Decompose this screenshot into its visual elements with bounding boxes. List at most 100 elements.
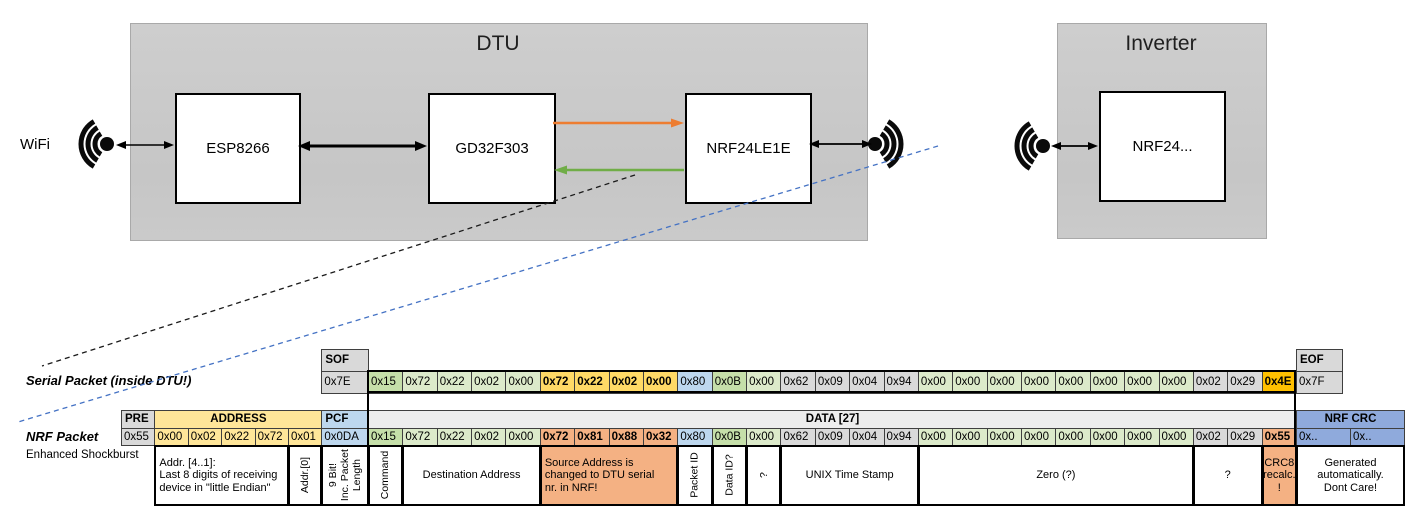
nrf-byte-cell: 0x80 [677,428,713,446]
wifi-icon-inverter [1014,121,1050,171]
chip-gd32f303: GD32F303 [428,93,556,204]
annotation-cell: Command [368,445,404,506]
wifi-icon-nrf [868,119,904,169]
serial-byte-cell: 0x00 [642,371,679,394]
nrf-byte-cell: 0x00 [917,428,954,446]
address-byte-cell: 0x02 [187,428,223,446]
serial-byte-cell: 0x4E [1261,371,1297,394]
serial-packet-label: Serial Packet (inside DTU!) [26,373,192,388]
nrf-byte-cell: 0x94 [883,428,919,446]
serial-byte-cell: 0x00 [746,371,782,394]
nrf-byte-cell: 0x22 [436,428,473,446]
nrf-byte-cell: 0x00 [986,428,1023,446]
byte-cell-eof: 0x7F [1296,371,1343,394]
serial-byte-cell: 0x00 [917,371,954,394]
serial-byte-cell: 0x00 [505,371,541,394]
inverter-title: Inverter [1125,32,1197,55]
serial-byte-cell: 0x02 [1192,371,1229,394]
serial-byte-cell: 0x00 [986,371,1023,394]
annotation-cell: Source Address is changed to DTU serial … [539,445,679,506]
serial-byte-cell: 0x02 [471,371,507,394]
serial-byte-cell: 0x94 [883,371,919,394]
annotation-cell: ? [1192,445,1263,506]
nrf-packet-label: NRF Packet [26,429,99,444]
annotation-cell: Destination Address [402,445,541,506]
dtu-title: DTU [476,32,520,55]
address-byte-cell: 0x00 [154,428,189,446]
nrf-byte-cell: 0x72 [539,428,576,446]
nrf-byte-cell: 0x00 [505,428,541,446]
enhanced-shockburst-label: Enhanced Shockburst [26,449,139,461]
address-byte-cell: 0x01 [288,428,323,446]
pcf-header-cell: PCF [321,410,369,429]
wifi-icon-dtu [78,119,114,169]
byte-cell-pcf: 0x0DA [321,428,369,446]
chip-nrf24le1e: NRF24LE1E [685,93,812,204]
nrf-byte-cell: 0x00 [1021,428,1057,446]
annotation-cell: Zero (?) [917,445,1194,506]
annotation-cell: 9 Bit! Inc. Packet Length [321,445,369,506]
data-connector-right [1294,392,1296,411]
nrf-byte-cell: 0x00 [746,428,782,446]
nrf-byte-cell: 0x04 [849,428,885,446]
annotation-cell: ? [746,445,782,506]
serial-byte-cell: 0x15 [368,371,404,394]
crc-byte-cell: 0x.. [1350,428,1405,446]
nrf-byte-cell: 0x62 [780,428,816,446]
eof-header-cell: EOF [1296,349,1343,372]
sof-header-cell: SOF [321,349,369,372]
serial-byte-cell: 0x00 [952,371,988,394]
chip-nrf24-inverter: NRF24... [1099,91,1226,202]
address-header-cell: ADDRESS [154,410,323,429]
annotation-cell: Packet ID [677,445,713,506]
annotation-cell: CRC8 recalc. ! [1261,445,1297,506]
nrf-byte-cell: 0x72 [402,428,438,446]
serial-byte-cell: 0x0B [711,371,748,394]
nrf-byte-cell: 0x15 [368,428,404,446]
serial-byte-cell: 0x09 [814,371,851,394]
pre-header-cell: PRE [121,410,156,429]
serial-byte-cell: 0x22 [574,371,610,394]
annotation-cell: Generated automatically. Dont Care! [1296,445,1405,506]
wifi-label: WiFi [20,136,50,153]
data-connector-left [367,392,369,411]
nrf-byte-cell: 0x02 [1192,428,1229,446]
byte-cell-pre: 0x55 [121,428,156,446]
byte-cell-sof: 0x7E [321,371,369,394]
serial-byte-cell: 0x04 [849,371,885,394]
serial-byte-cell: 0x00 [1021,371,1057,394]
nrf-byte-cell: 0x00 [1055,428,1091,446]
annotation-cell: Addr.[0] [288,445,323,506]
nrf-byte-cell: 0x00 [952,428,988,446]
address-byte-cell: 0x22 [221,428,256,446]
serial-byte-cell: 0x80 [677,371,713,394]
nrf-byte-cell: 0x0B [711,428,748,446]
annotation-cell: UNIX Time Stamp [780,445,919,506]
serial-byte-cell: 0x72 [402,371,438,394]
nrf-byte-cell: 0x29 [1227,428,1263,446]
nrf-byte-cell: 0x88 [608,428,644,446]
crc-byte-cell: 0x.. [1296,428,1351,446]
serial-byte-cell: 0x29 [1227,371,1263,394]
nrf-byte-cell: 0x32 [642,428,679,446]
address-byte-cell: 0x72 [254,428,289,446]
serial-byte-cell: 0x00 [1055,371,1091,394]
nrf-crc-header-cell: NRF CRC [1296,410,1405,429]
chip-esp8266: ESP8266 [175,93,301,204]
serial-byte-cell: 0x22 [436,371,473,394]
serial-byte-cell: 0x00 [1089,371,1126,394]
nrf-byte-cell: 0x55 [1261,428,1297,446]
serial-byte-cell: 0x62 [780,371,816,394]
nrf-byte-cell: 0x81 [574,428,610,446]
data-header-cell: DATA [27] [368,410,1297,429]
nrf-byte-cell: 0x02 [471,428,507,446]
nrf-byte-cell: 0x00 [1158,428,1194,446]
nrf-byte-cell: 0x09 [814,428,851,446]
nrf-byte-cell: 0x00 [1124,428,1160,446]
serial-byte-cell: 0x00 [1158,371,1194,394]
annotation-cell: Data ID? [711,445,748,506]
serial-byte-cell: 0x00 [1124,371,1160,394]
serial-byte-cell: 0x02 [608,371,644,394]
annotation-cell: Addr. [4..1]: Last 8 digits of receiving… [154,445,289,506]
